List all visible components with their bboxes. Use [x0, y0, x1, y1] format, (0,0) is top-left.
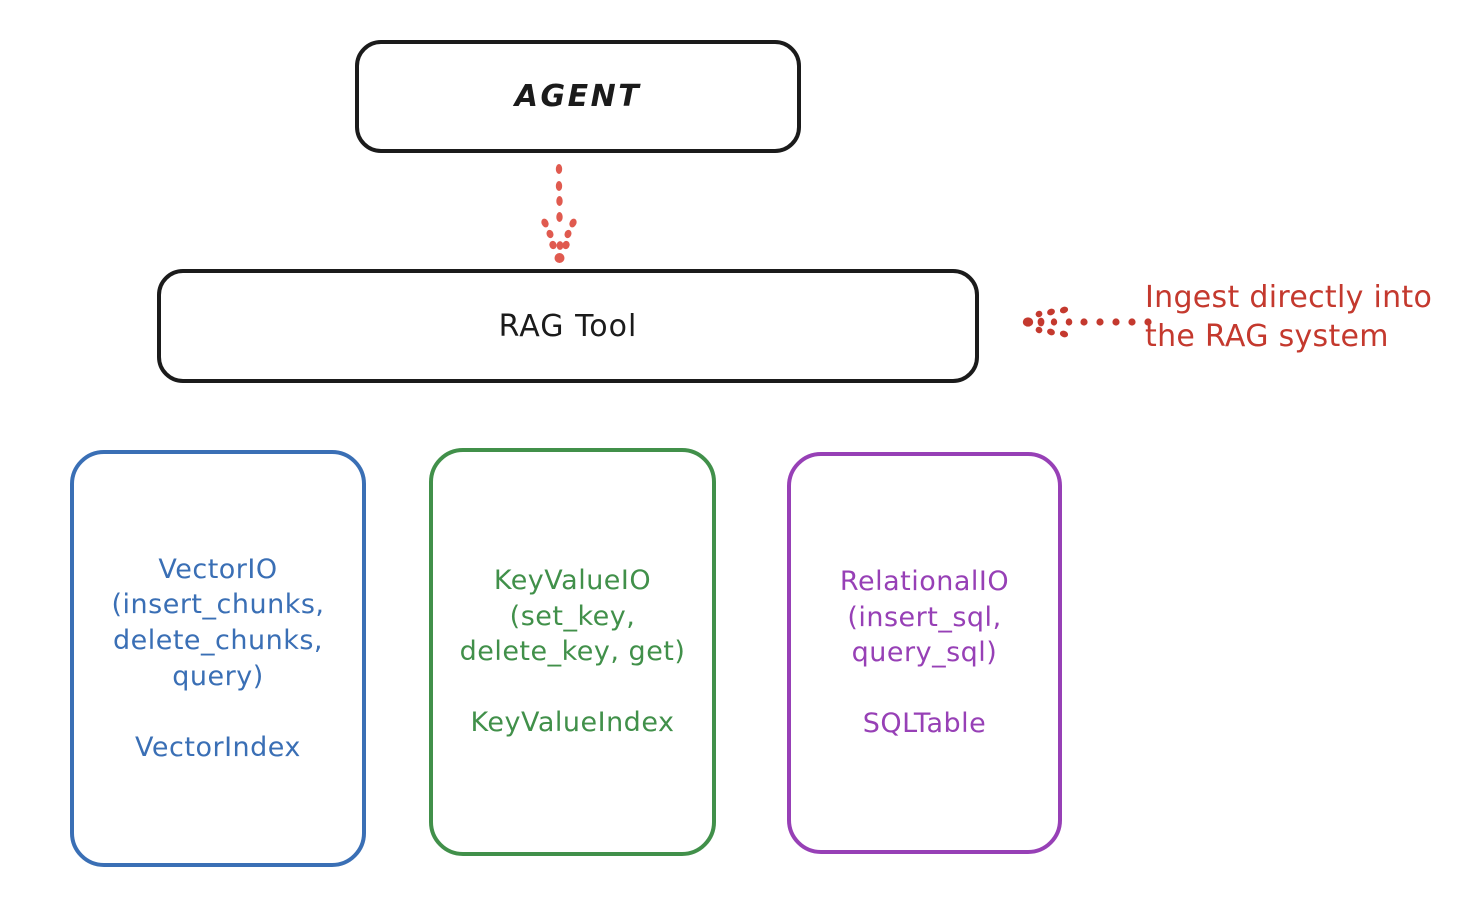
node-vector-io-label: VectorIO (insert_chunks, delete_chunks, …	[111, 553, 325, 763]
node-rag-tool[interactable]: RAG Tool	[157, 269, 979, 383]
node-relational-io-label: RelationalIO (insert_sql, query_sql) SQL…	[839, 565, 1010, 740]
node-agent[interactable]: AGENT	[355, 40, 801, 153]
node-key-value-io[interactable]: KeyValueIO (set_key, delete_key, get) Ke…	[429, 448, 716, 856]
annotation-ingest: Ingest directly into the RAG system	[1145, 280, 1433, 354]
connector-agent-to-rag-tool	[541, 164, 577, 263]
node-key-value-io-label: KeyValueIO (set_key, delete_key, get) Ke…	[459, 564, 686, 739]
node-agent-label: AGENT	[514, 79, 642, 114]
node-relational-io[interactable]: RelationalIO (insert_sql, query_sql) SQL…	[787, 452, 1062, 854]
node-rag-tool-label: RAG Tool	[498, 308, 638, 344]
connector-ingest-to-rag-tool	[1022, 306, 1152, 338]
node-vector-io[interactable]: VectorIO (insert_chunks, delete_chunks, …	[70, 450, 366, 867]
